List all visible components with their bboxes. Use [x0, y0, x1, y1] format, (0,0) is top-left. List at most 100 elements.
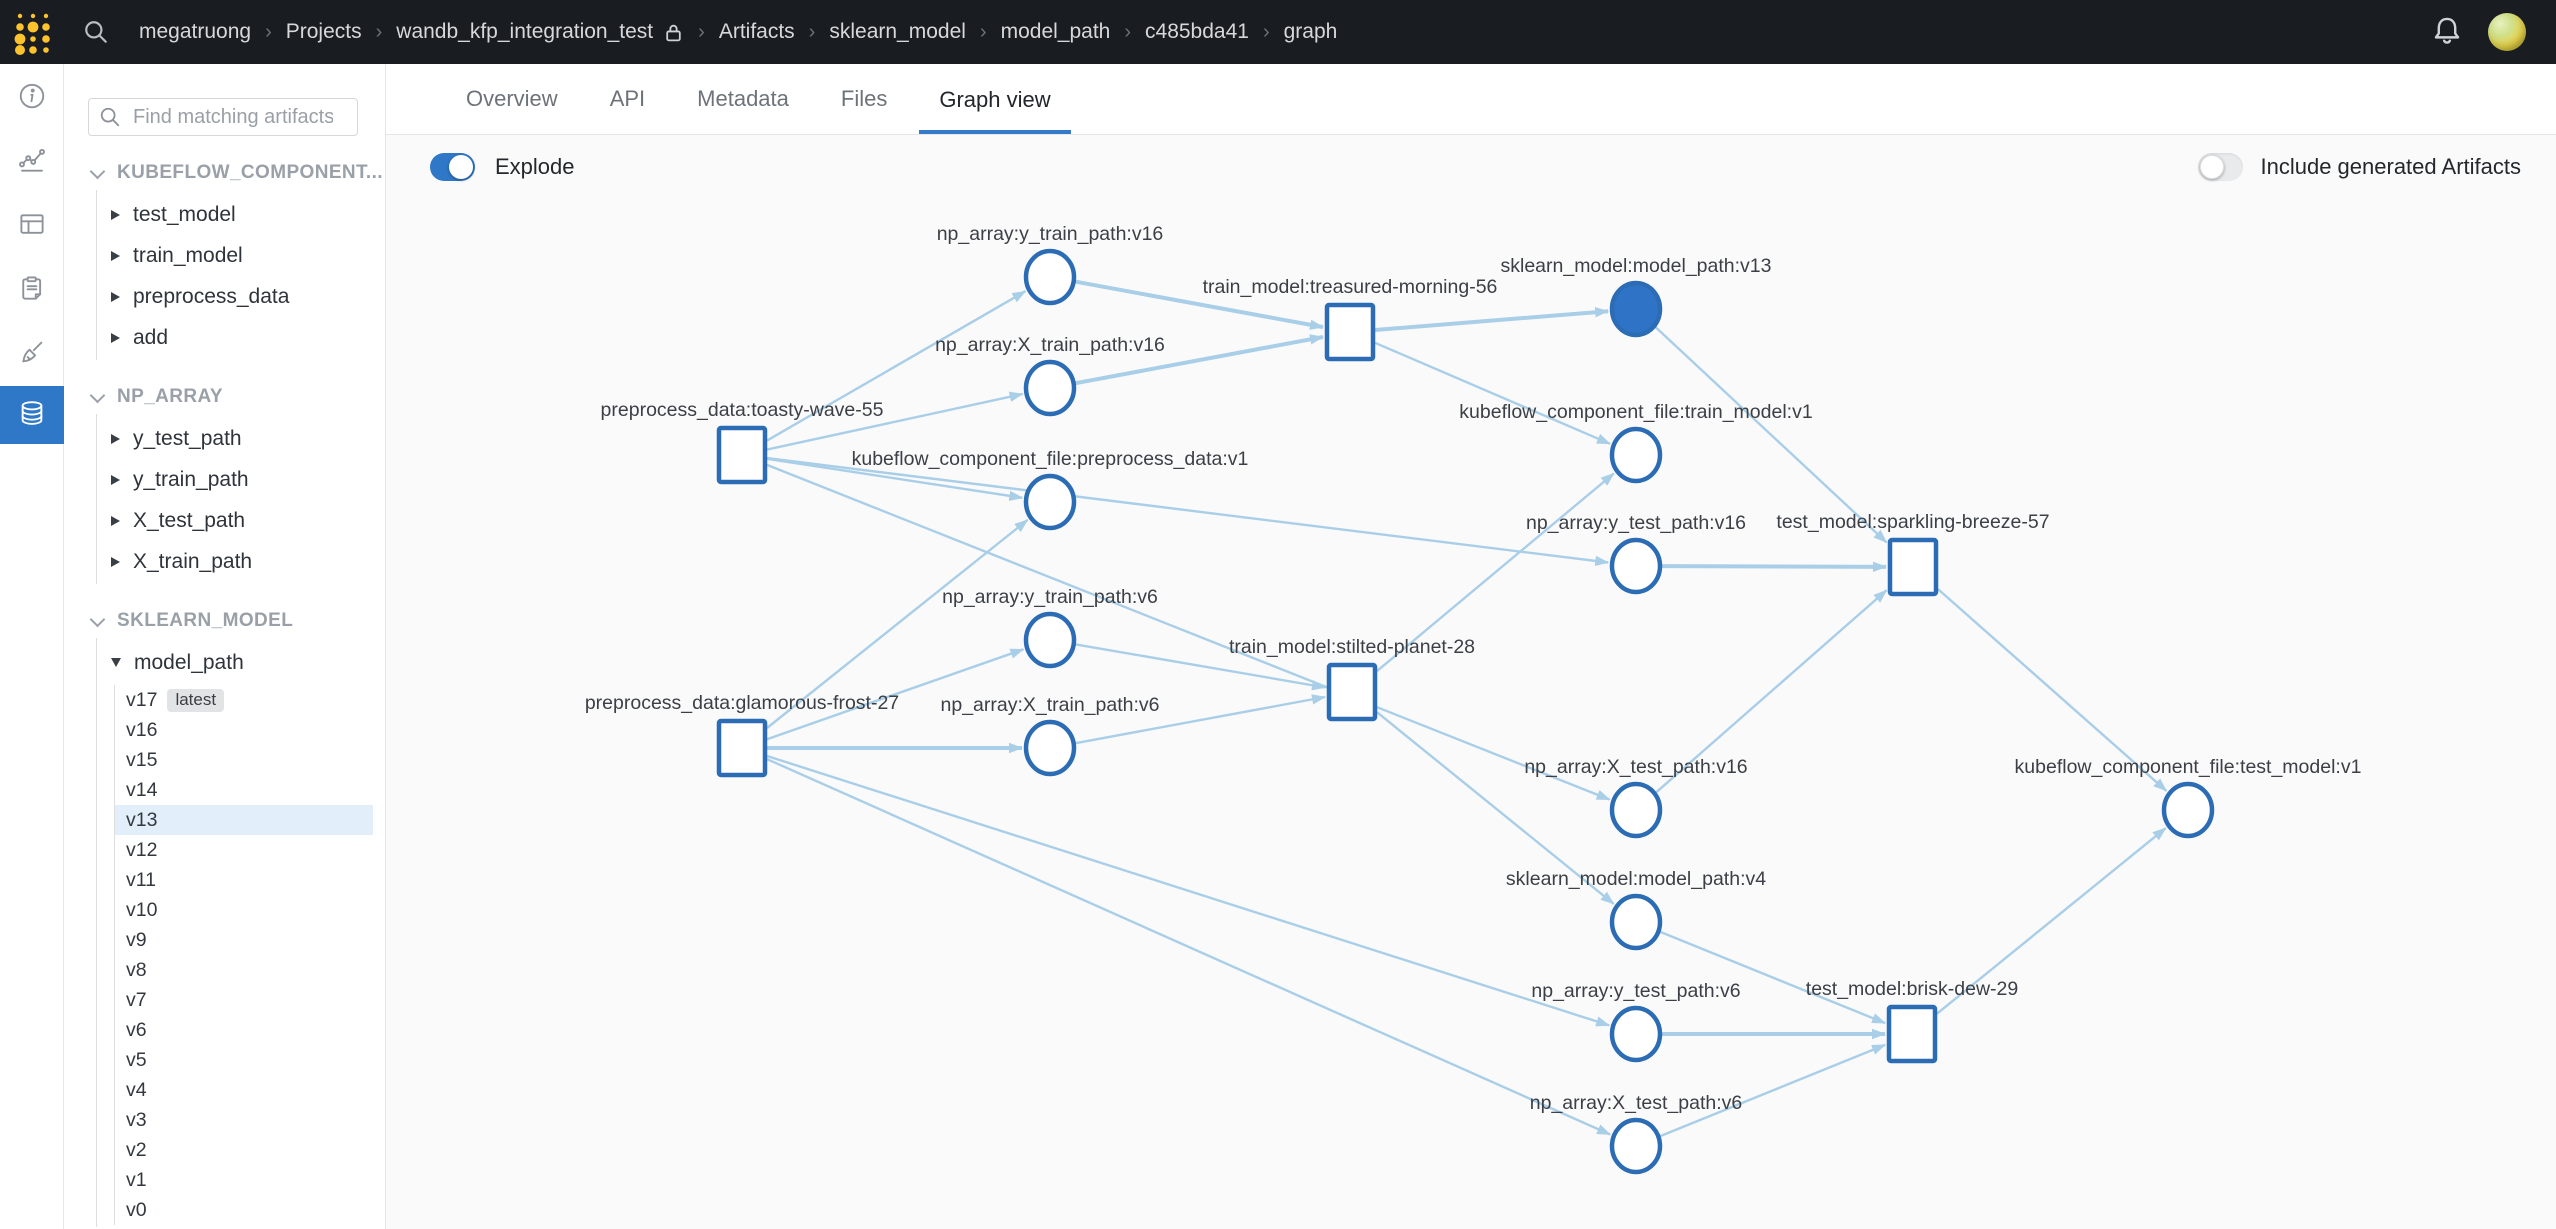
search-icon[interactable]	[83, 19, 109, 45]
sidebar-item-model_path[interactable]: model_path	[97, 642, 385, 683]
rail-item-logs[interactable]	[0, 258, 64, 322]
breadcrumb-separator: ›	[698, 20, 705, 43]
tab-overview[interactable]: Overview	[466, 86, 558, 111]
version-row-v11[interactable]: v11	[115, 865, 373, 895]
version-label: v16	[126, 718, 158, 741]
version-row-v2[interactable]: v2	[115, 1135, 373, 1165]
breadcrumb: megatruong › Projects › wandb_kfp_integratio…	[139, 20, 1337, 44]
tree-item-label: test_model	[133, 202, 236, 226]
sidebar-item-preprocess_data[interactable]: preprocess_data	[97, 276, 385, 317]
breadcrumb-item[interactable]: model_path	[1000, 20, 1111, 43]
version-row-v15[interactable]: v15	[115, 745, 373, 775]
rail-item-sweeps[interactable]	[0, 322, 64, 386]
include-generated-toggle[interactable]	[2197, 153, 2243, 181]
graph-node-sparkling[interactable]	[1887, 537, 1939, 597]
version-label: v14	[126, 778, 158, 801]
breadcrumb-item[interactable]: megatruong	[139, 20, 252, 43]
tree-group-label: KUBEFLOW_COMPONENT...	[117, 162, 383, 183]
version-row-v13[interactable]: v13	[115, 805, 373, 835]
sidebar-item-y_test_path[interactable]: y_test_path	[97, 418, 385, 459]
sidebar-item-train_model[interactable]: train_model	[97, 235, 385, 276]
graph-node-model13[interactable]	[1609, 280, 1663, 338]
sidebar-item-add[interactable]: add	[97, 317, 385, 358]
graph-node-glamorous[interactable]	[716, 718, 768, 778]
version-row-v16[interactable]: v16	[115, 715, 373, 745]
breadcrumb-item[interactable]: Projects	[285, 20, 362, 43]
rail-item-charts[interactable]	[0, 130, 64, 194]
tree-group-header[interactable]: NP_ARRAY	[89, 386, 385, 408]
sidebar-item-X_train_path[interactable]: X_train_path	[97, 541, 385, 582]
tab-api[interactable]: API	[609, 86, 646, 111]
version-row-v12[interactable]: v12	[115, 835, 373, 865]
wandb-logo-icon[interactable]	[13, 9, 53, 55]
version-row-v14[interactable]: v14	[115, 775, 373, 805]
graph-node-X_test16[interactable]	[1609, 781, 1663, 839]
explode-toggle[interactable]	[430, 153, 475, 181]
tree-item-label: preprocess_data	[133, 284, 290, 308]
version-row-v9[interactable]: v9	[115, 925, 373, 955]
include-generated-control: Include generated Artifacts	[2197, 153, 2521, 181]
version-row-v6[interactable]: v6	[115, 1015, 373, 1045]
notifications-bell-icon[interactable]	[2430, 13, 2464, 52]
sidebar-item-test_model[interactable]: test_model	[97, 194, 385, 235]
graph-node-y_train16[interactable]	[1023, 248, 1077, 306]
rail-item-tables[interactable]	[0, 194, 64, 258]
version-row-v10[interactable]: v10	[115, 895, 373, 925]
search-input[interactable]	[131, 104, 335, 130]
breadcrumb-item[interactable]: c485bda41	[1145, 20, 1249, 43]
navbar-right	[2430, 13, 2526, 52]
table-icon	[17, 209, 47, 244]
line-chart-icon	[17, 145, 47, 180]
version-row-v5[interactable]: v5	[115, 1045, 373, 1075]
graph-node-y_test6[interactable]	[1609, 1005, 1663, 1063]
graph-node-y_test16[interactable]	[1609, 537, 1663, 595]
rail-item-info[interactable]	[0, 66, 64, 130]
tree-item-label: X_train_path	[133, 549, 253, 573]
graph-node-stilted[interactable]	[1326, 662, 1378, 722]
graph-node-y_train6[interactable]	[1023, 611, 1077, 669]
graph-node-toasty[interactable]	[716, 425, 768, 485]
tab-graph-view[interactable]: Graph view	[919, 87, 1071, 134]
breadcrumb-item[interactable]: sklearn_model	[829, 20, 966, 43]
version-label: v17	[126, 688, 158, 711]
graph-node-kf_test[interactable]	[2161, 781, 2215, 839]
graph-node-X_test6[interactable]	[1609, 1117, 1663, 1175]
rail-item-artifacts[interactable]	[0, 386, 64, 444]
graph-node-kf_train[interactable]	[1609, 426, 1663, 484]
clipboard-icon	[17, 273, 47, 308]
breadcrumb-item[interactable]: Artifacts	[718, 20, 795, 43]
top-navbar: megatruong › Projects › wandb_kfp_integratio…	[0, 0, 2556, 64]
explode-label: Explode	[495, 154, 575, 179]
version-row-v7[interactable]: v7	[115, 985, 373, 1015]
sidebar-item-X_test_path[interactable]: X_test_path	[97, 500, 385, 541]
breadcrumb-item[interactable]: graph	[1283, 20, 1338, 43]
graph-node-X_train6[interactable]	[1023, 719, 1077, 777]
breadcrumb-separator: ›	[375, 20, 383, 43]
tree-group-label: NP_ARRAY	[117, 386, 223, 407]
sidebar-item-y_train_path[interactable]: y_train_path	[97, 459, 385, 500]
graph-node-X_train16[interactable]	[1023, 359, 1077, 417]
graph-node-model4[interactable]	[1609, 893, 1663, 951]
left-icon-rail	[0, 64, 64, 1229]
version-row-v3[interactable]: v3	[115, 1105, 373, 1135]
tab-files[interactable]: Files	[840, 86, 888, 111]
version-row-v8[interactable]: v8	[115, 955, 373, 985]
graph-node-treasured[interactable]	[1324, 302, 1376, 362]
graph-node-kf_pre[interactable]	[1023, 473, 1077, 531]
tree-group-header[interactable]: KUBEFLOW_COMPONENT...	[89, 162, 385, 184]
tab-metadata[interactable]: Metadata	[697, 86, 789, 111]
avatar[interactable]	[2488, 13, 2526, 51]
version-row-v1[interactable]: v1	[115, 1165, 373, 1195]
artifact-search-box[interactable]	[88, 98, 358, 136]
database-icon	[17, 398, 47, 433]
version-row-v4[interactable]: v4	[115, 1075, 373, 1105]
breadcrumb-item[interactable]: wandb_kfp_integration_test	[396, 20, 654, 43]
tree-group-header[interactable]: SKLEARN_MODEL	[89, 610, 385, 632]
chevron-down-icon	[89, 387, 106, 403]
version-row-v0[interactable]: v0	[115, 1195, 373, 1225]
triangle-right-icon	[111, 433, 120, 444]
triangle-right-icon	[111, 556, 120, 567]
graph-node-brisk[interactable]	[1886, 1004, 1938, 1064]
